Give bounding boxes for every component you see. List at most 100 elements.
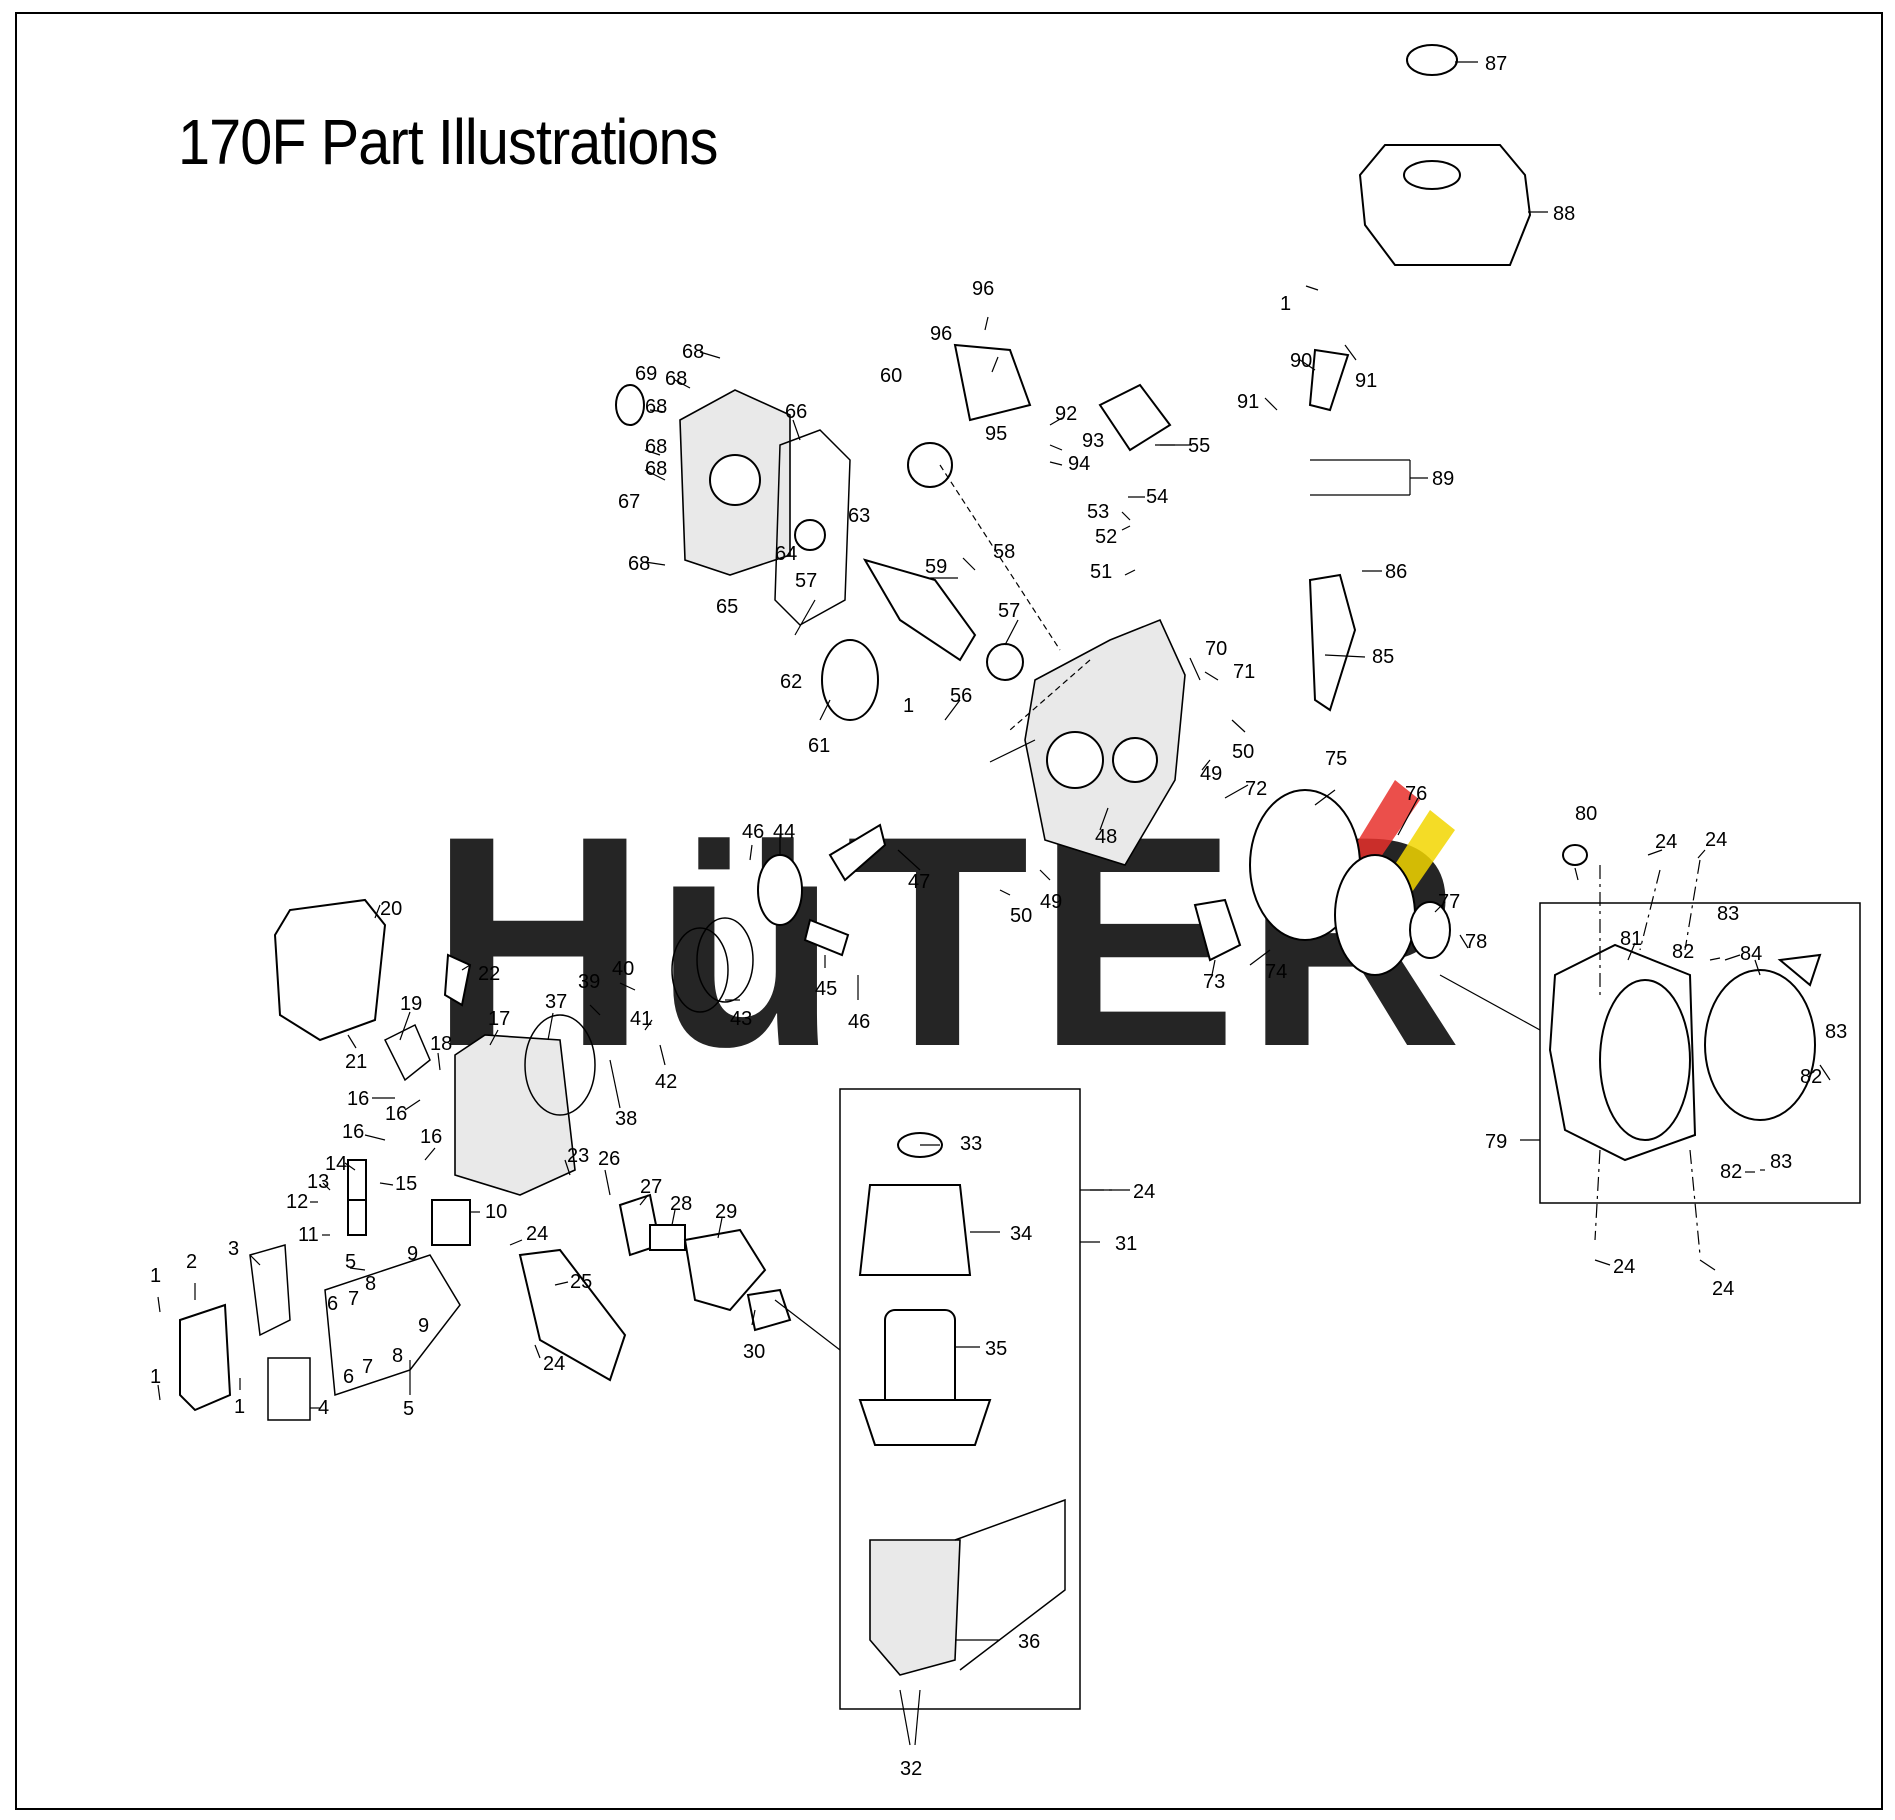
callout: 68 — [645, 458, 667, 480]
governor-arm — [953, 343, 1032, 422]
callout: 24 — [543, 1353, 565, 1375]
callout: 43 — [730, 1008, 752, 1030]
callout: 66 — [785, 401, 807, 423]
starter-pulley — [1409, 901, 1451, 959]
callout: 53 — [1087, 501, 1109, 523]
callout: 87 — [1485, 53, 1507, 75]
callout: 1 — [234, 1396, 245, 1418]
air-cleaner-case — [869, 1539, 961, 1676]
callout: 4 — [318, 1397, 329, 1419]
callout: 8 — [392, 1345, 403, 1367]
fuel-cap — [1406, 44, 1458, 76]
callout: 13 — [307, 1171, 329, 1193]
callout: 9 — [418, 1315, 429, 1337]
callout: 83 — [1717, 903, 1739, 925]
callout: 51 — [1090, 561, 1112, 583]
callout: 54 — [1146, 486, 1168, 508]
callout: 61 — [808, 735, 830, 757]
callout: 24 — [1613, 1256, 1635, 1278]
callout: 59 — [925, 556, 947, 578]
callout: 57 — [795, 570, 817, 592]
callout: 72 — [1245, 778, 1267, 800]
crankcase-bore-2 — [1112, 737, 1158, 783]
callout: 52 — [1095, 526, 1117, 548]
callout: 94 — [1068, 453, 1090, 475]
valve-spring-a — [347, 1159, 367, 1201]
callout: 9 — [407, 1243, 418, 1265]
callout: 85 — [1372, 646, 1394, 668]
callout: 82 — [1800, 1066, 1822, 1088]
callout: 84 — [1740, 943, 1762, 965]
callout: 80 — [1575, 803, 1597, 825]
callout: 16 — [342, 1121, 364, 1143]
callout: 42 — [655, 1071, 677, 1093]
callout: 91 — [1237, 391, 1259, 413]
cylinder-head — [454, 1034, 576, 1196]
leader-lines — [157, 61, 1831, 1746]
callout: 17 — [488, 1008, 510, 1030]
callout: 16 — [347, 1088, 369, 1110]
callout: 70 — [1205, 638, 1227, 660]
piston-pin — [803, 918, 850, 957]
callout: 60 — [880, 365, 902, 387]
oil-seal-69 — [615, 384, 645, 426]
callout: 78 — [1465, 931, 1487, 953]
callout: 75 — [1325, 748, 1347, 770]
callout: 46 — [742, 821, 764, 843]
callout: 1 — [150, 1366, 161, 1388]
bearing-57 — [986, 643, 1024, 681]
callout: 23 — [567, 1145, 589, 1167]
callout: 69 — [635, 363, 657, 385]
bearing-64 — [794, 519, 826, 551]
callout: 89 — [1432, 468, 1454, 490]
air-filter-base — [858, 1399, 992, 1446]
callout: 92 — [1055, 403, 1077, 425]
callout: 64 — [775, 543, 797, 565]
callout: 57 — [998, 600, 1020, 622]
callout: 10 — [485, 1201, 507, 1223]
gasket-30 — [746, 1288, 792, 1332]
air-cleaner-bracket — [954, 1498, 1066, 1671]
callout: 91 — [1355, 370, 1377, 392]
callout: 86 — [1385, 561, 1407, 583]
callout-labels: 87 88 1 90 91 91 89 96 96 95 92 93 94 55… — [150, 53, 1847, 1780]
callout: 77 — [1438, 891, 1460, 913]
callout: 49 — [1040, 891, 1062, 913]
callout: 44 — [773, 821, 795, 843]
callout: 22 — [478, 963, 500, 985]
fuel-line — [1308, 348, 1350, 412]
callout: 5 — [403, 1398, 414, 1420]
callout: 38 — [615, 1108, 637, 1130]
callout: 33 — [960, 1133, 982, 1155]
callout: 28 — [670, 1193, 692, 1215]
recoil-starter — [1704, 969, 1816, 1121]
head-gasket — [524, 1014, 596, 1116]
callout: 95 — [985, 423, 1007, 445]
ignition-coil — [1193, 898, 1242, 962]
callout: 27 — [640, 1176, 662, 1198]
callout: 81 — [1620, 928, 1642, 950]
callout: 45 — [815, 978, 837, 1000]
gasket-28 — [649, 1224, 686, 1251]
callout: 6 — [327, 1293, 338, 1315]
callout: 34 — [1010, 1223, 1032, 1245]
callout: 68 — [645, 396, 667, 418]
callout: 31 — [1115, 1233, 1137, 1255]
cylinder-head-cover — [273, 898, 387, 1042]
callout: 18 — [430, 1033, 452, 1055]
callout: 55 — [1188, 435, 1210, 457]
callout: 2 — [186, 1251, 197, 1273]
callout: 90 — [1290, 350, 1312, 372]
callout: 65 — [716, 596, 738, 618]
valve-cover-gasket — [249, 1244, 291, 1337]
callout: 8 — [365, 1273, 376, 1295]
fan-cover-opening — [1599, 979, 1691, 1141]
callout: 74 — [1265, 961, 1287, 983]
callout: 16 — [420, 1126, 442, 1148]
callout: 5 — [345, 1251, 356, 1273]
camshaft-disc — [821, 639, 879, 721]
breather-box — [267, 1357, 311, 1421]
callout: 83 — [1770, 1151, 1792, 1173]
crankcase-cover-boss — [709, 454, 761, 506]
assembly-lines — [1090, 859, 1701, 1256]
